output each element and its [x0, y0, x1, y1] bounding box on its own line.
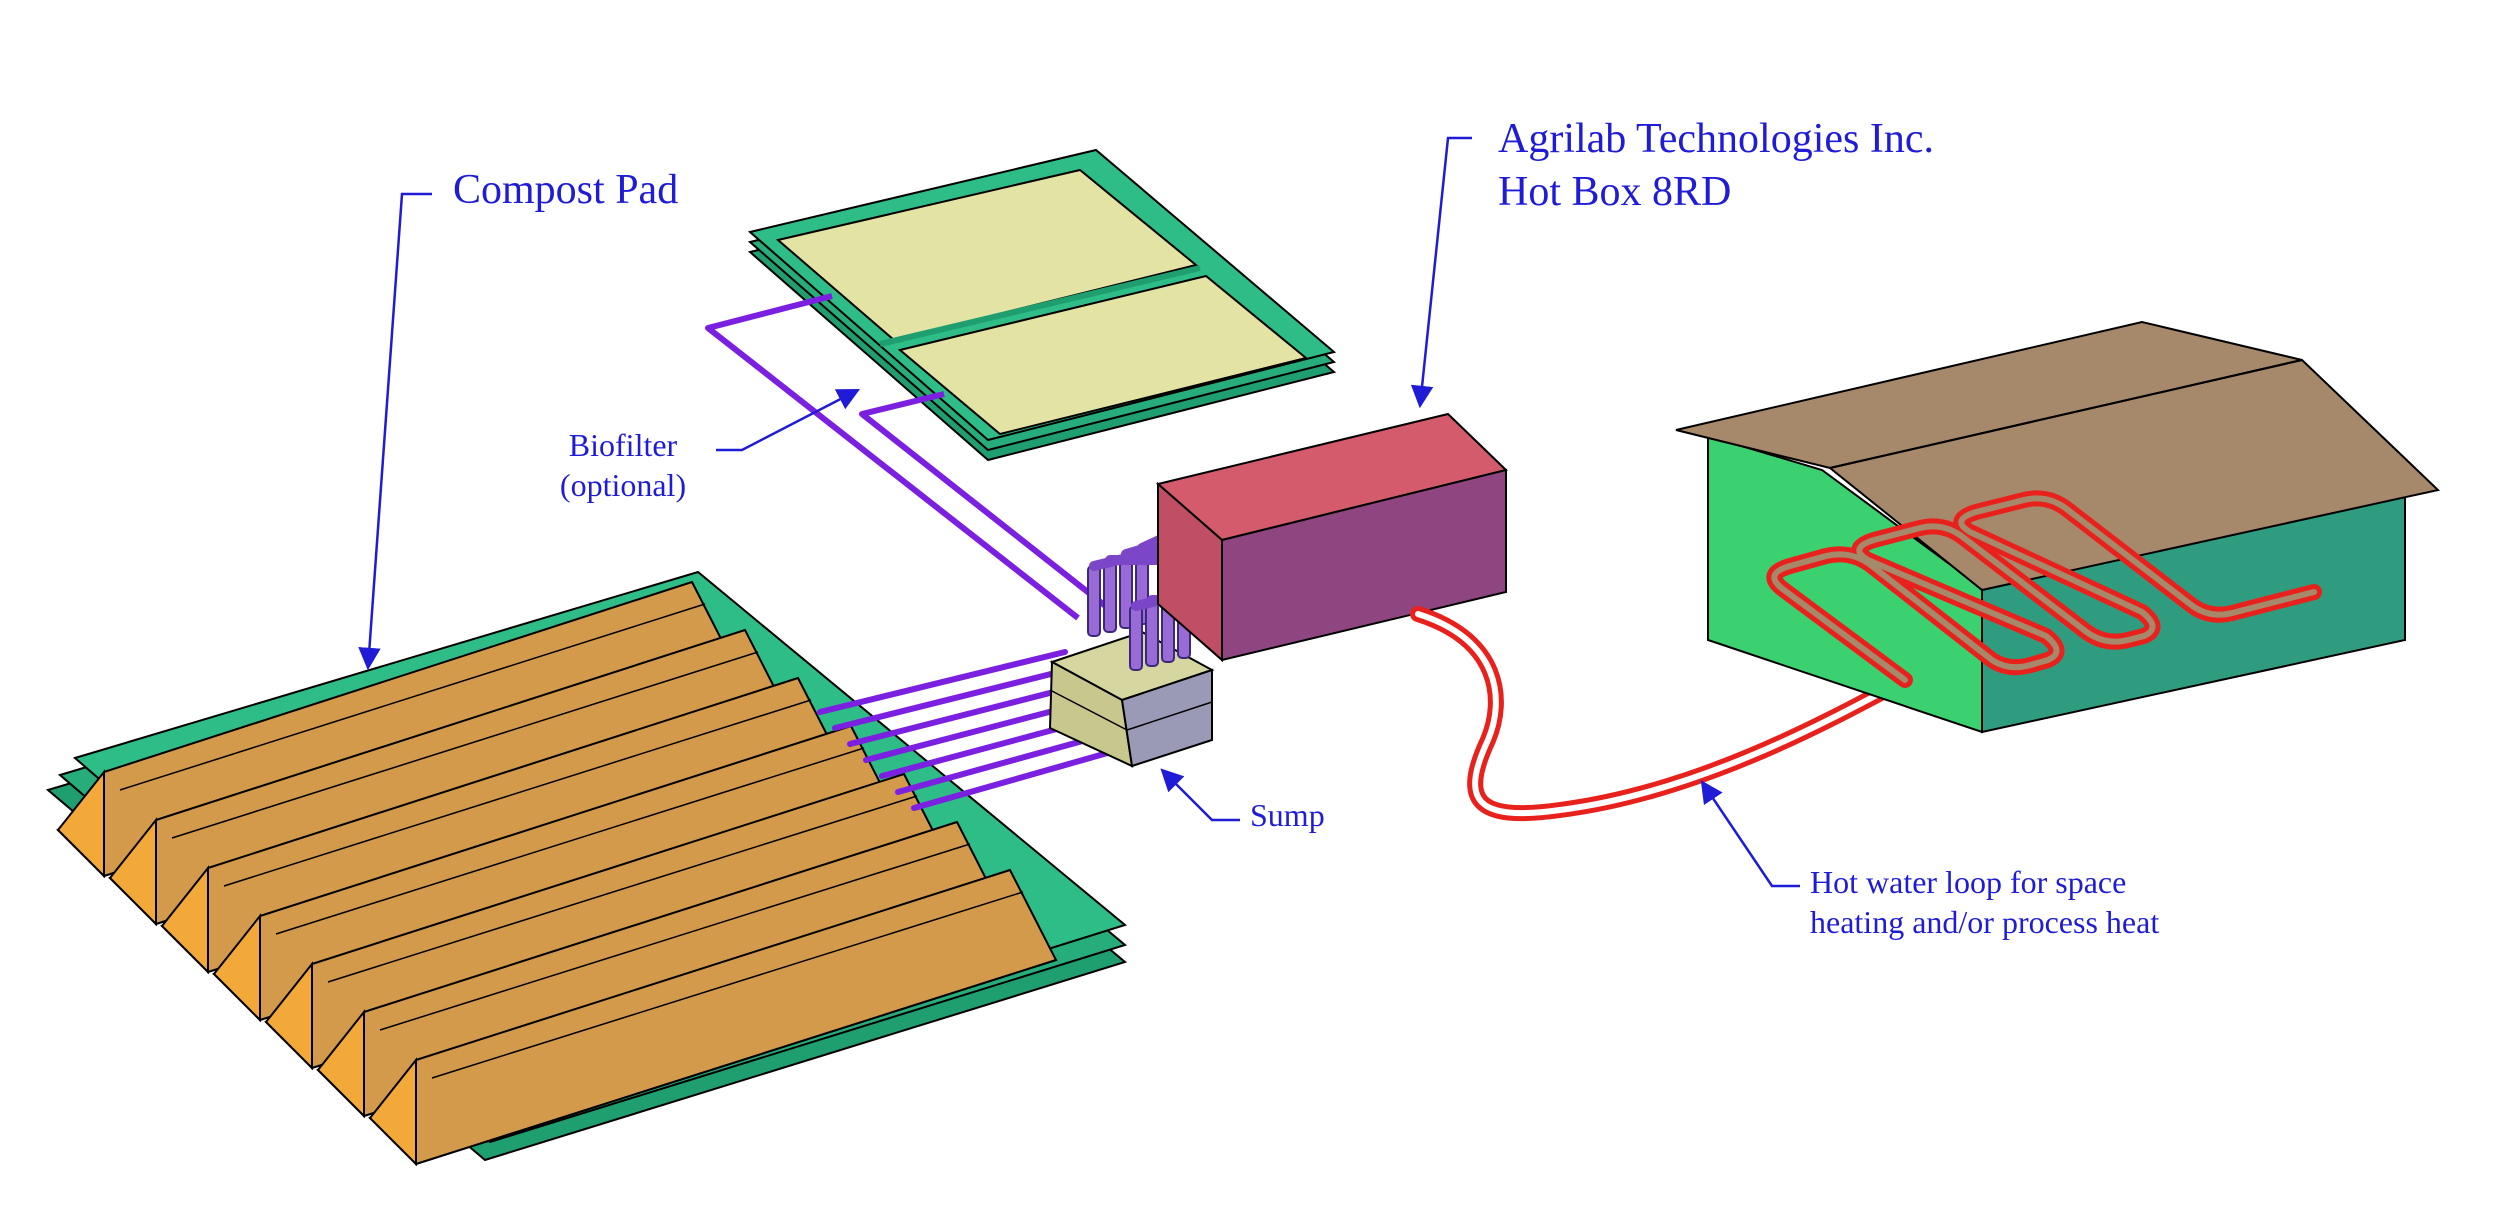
hot-water-loop-label-line1: Hot water loop for space: [1810, 864, 2127, 900]
building: [1675, 320, 2441, 734]
hot-water-loop-leader: [1700, 780, 1800, 888]
sump-leader: [1160, 768, 1240, 822]
hot-box-leader: [1410, 136, 1472, 409]
biofilter-label-line1: Biofilter: [568, 427, 678, 463]
hot-water-loop-label: Hot water loop for space heating and/or …: [1810, 862, 2159, 942]
sump-label: Sump: [1250, 797, 1325, 833]
biofilter-label: Biofilter (optional): [538, 425, 708, 505]
hot-water-loop-label-line2: heating and/or process heat: [1810, 904, 2160, 940]
hot-box-label-line2: Hot Box 8RD: [1498, 168, 1732, 215]
windrows: [56, 580, 1058, 1167]
compost-pad-label: Compost Pad: [453, 167, 679, 213]
biofilter-label-line2: (optional): [559, 467, 687, 503]
hot-water-loop: [1410, 606, 1913, 822]
hot-box-label-line1: Agrilab Technologies Inc.: [1498, 116, 1934, 162]
biofilter-pipes: [705, 293, 1110, 621]
biofilter: [747, 148, 1337, 462]
radiant-floor-loop: [1766, 490, 2322, 688]
compost-pad: [45, 570, 1128, 1167]
windrow-7: [368, 868, 1058, 1167]
hot-box: [1155, 412, 1508, 663]
hot-box-label: Agrilab Technologies Inc. Hot Box 8RD: [1498, 113, 1934, 218]
biofilter-leader: [716, 388, 860, 452]
leader-lines: [358, 136, 1800, 888]
compost-pad-leader: [358, 192, 432, 671]
